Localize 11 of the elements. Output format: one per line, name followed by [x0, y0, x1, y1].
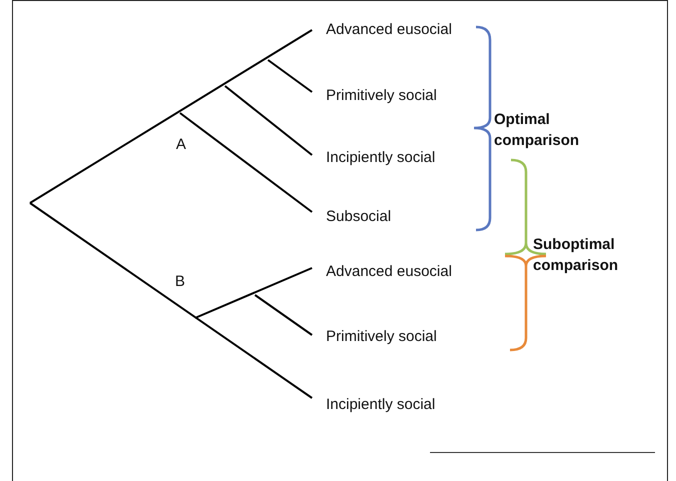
tip-label: Subsocial — [326, 208, 392, 226]
tip-label: Primitively social — [326, 87, 437, 105]
tip-label: Incipiently social — [326, 149, 436, 167]
clade-label: B — [175, 273, 186, 291]
tip-label: Primitively social — [326, 328, 437, 346]
tip-label: Incipiently social — [326, 396, 436, 414]
clade-label: A — [176, 136, 186, 154]
tip-label: Advanced eusocial — [326, 21, 452, 39]
bracket-label: Suboptimal comparison — [533, 235, 620, 276]
bracket-label: Optimal comparison — [494, 110, 580, 151]
tip-label: Advanced eusocial — [326, 263, 452, 281]
